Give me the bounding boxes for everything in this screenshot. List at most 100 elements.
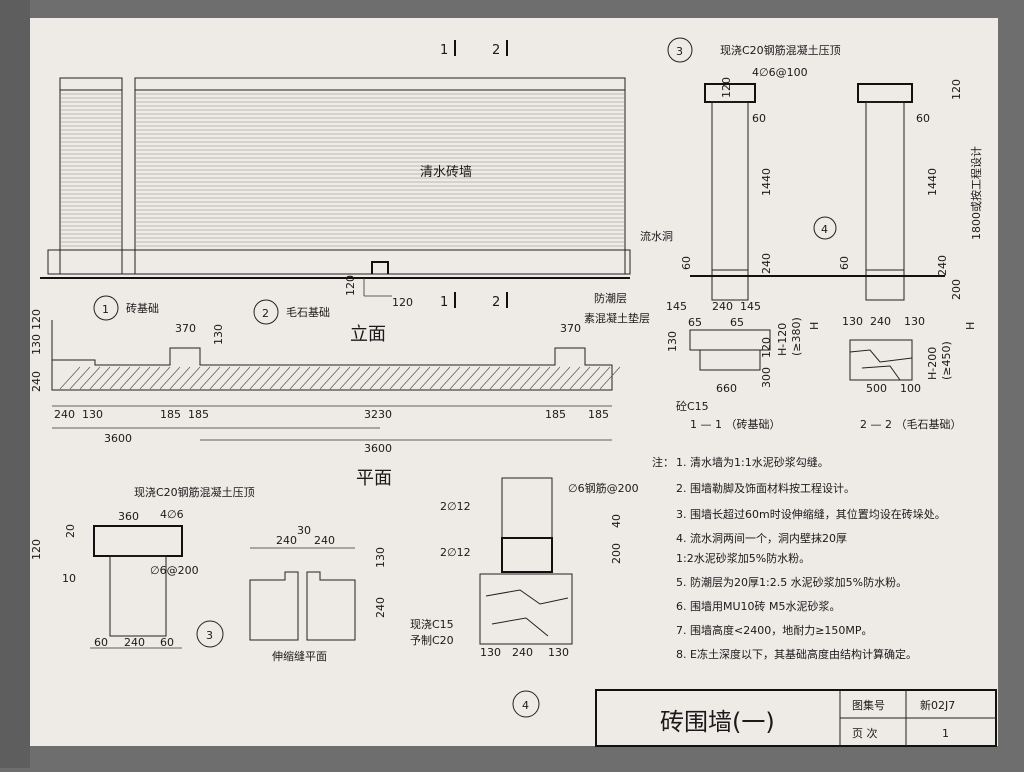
detail3-dim-240: 240 [124,636,145,649]
s2-dim-h: H [964,322,977,330]
detail4-callout [512,690,540,718]
s1-dim-65a: 65 [688,316,702,329]
hatch-line [69,366,91,390]
plan-hatch [59,366,621,390]
hatch-line [229,366,251,390]
plan-dim-b-185b: 185 [188,408,209,421]
hatch-line [449,366,471,390]
detail3-callout [196,620,224,648]
hatch-line [329,366,351,390]
svg-text:1: 1 [102,303,109,316]
hatch-line [509,366,531,390]
s1-dim-ge380: (≥380) [790,317,803,356]
hatch-line [539,366,561,390]
hatch-line [169,366,191,390]
hatch-line [199,366,221,390]
brick-courses [61,93,624,247]
detail3-rebar: 4∅6 [160,508,184,521]
s2-dim-200: 200 [950,279,963,300]
detail-3: 现浇C20钢筋混凝土压顶 360 4∅6 ∅6@200 20 120 10 60… [30,485,387,663]
drain-label: 流水洞 [640,229,673,243]
detail4-footing [479,573,573,645]
s1-dim-240b: 240 [712,300,733,313]
page-label: 页 次 [852,726,878,740]
hatch-line [399,366,421,390]
callout-1 [93,295,119,321]
hatch-line [249,366,271,390]
hatch-line [299,366,321,390]
title-block: 砖围墙(一) 图集号 新02J7 页 次 1 [595,689,997,747]
detail3-dim-10: 10 [62,572,76,585]
joint-dim-240c: 240 [374,597,387,618]
hatch-line [89,366,111,390]
height-note: 1800或按工程设计 [969,146,983,240]
hatch-line [149,366,171,390]
hatch-line [99,366,121,390]
detail3-wall [109,555,167,637]
section1-title: 1 — 1 （砖基础） [690,417,781,431]
joint-left [249,571,299,641]
s2-dim-ge450: (≥450) [940,341,953,380]
hatch-line [79,366,101,390]
detail4-rebar1: 2∅12 [440,500,471,513]
notes-head: 注： [652,455,674,469]
hatch-line [129,366,151,390]
joint-right [306,571,356,641]
s2-dim-60b: 60 [838,256,851,270]
hatch-line [259,366,281,390]
plan-dim-b-185a: 185 [160,408,181,421]
cut-mark-1-top: 1 [440,43,448,58]
s1-dim-h: H [808,322,821,330]
section-callout-4 [813,216,837,240]
detail4-conc2: 予制C20 [410,634,454,647]
hatch-line [119,366,141,390]
hatch-line [179,366,201,390]
plan-dim-left-130: 130 [30,334,43,355]
detail3-dim-20: 20 [64,524,77,538]
hatch-line [529,366,551,390]
s1-dim-660: 660 [716,382,737,395]
s1-dim-300: 300 [760,367,773,388]
cut-mark-1-bottom: 1 [440,295,448,310]
drain-dim-w: 120 [392,296,413,309]
plan-dim-left-120: 120 [30,309,43,330]
note-1: 1. 清水墙为1:1水泥砂浆勾缝。 [676,455,829,469]
s1-dim-145a: 145 [666,300,687,313]
s2-dim-120: 120 [950,79,963,100]
hatch-line [419,366,441,390]
hatch-line [409,366,431,390]
atlas-value: 新02J7 [920,698,955,712]
callout-2 [253,299,279,325]
hatch-line [559,366,581,390]
s1-dim-1440: 1440 [760,168,773,196]
s2-dim-130a: 130 [842,315,863,328]
plan-dim-b-185c: 185 [545,408,566,421]
joint-dim-240a: 240 [276,534,297,547]
plan-dim-b-240: 240 [54,408,75,421]
coping-label: 现浇C20钢筋混凝土压顶 [720,43,841,57]
detail4-beam [501,537,553,573]
notes: 注： 1. 清水墙为1:1水泥砂浆勾缝。 2. 围墙勒脚及饰面材料按工程设计。 … [652,455,946,661]
hatch-line [379,366,401,390]
joint-dim-30: 30 [297,524,311,537]
s1-dim-60: 60 [752,112,766,125]
s2-dim-100: 100 [900,382,921,395]
note-7: 7. 围墙高度<2400，地耐力≥150MP。 [676,623,873,637]
plan-view: 1 砖基础 2 毛石基础 370 130 370 240 130 120 240… [30,295,621,489]
plan-dim-b-130: 130 [82,408,103,421]
hatch-line [579,366,601,390]
paper [30,18,998,746]
s2-dim-60: 60 [916,112,930,125]
hatch-line [389,366,411,390]
concrete-label: 砼C15 [676,400,709,413]
section1-footing [689,329,771,351]
pad-label: 素混凝土垫层 [584,311,650,325]
note-5: 5. 防潮层为20厚1:2.5 水泥砂浆加5%防水粉。 [676,575,907,589]
wall-label: 清水砖墙 [420,165,472,180]
plan-overall-b: 3600 [364,442,392,455]
detail4-dim-40: 40 [610,514,623,528]
detail4-conc: 现浇C15 [410,618,454,631]
hatch-line [489,366,511,390]
s2-dim-240b: 240 [870,315,891,328]
